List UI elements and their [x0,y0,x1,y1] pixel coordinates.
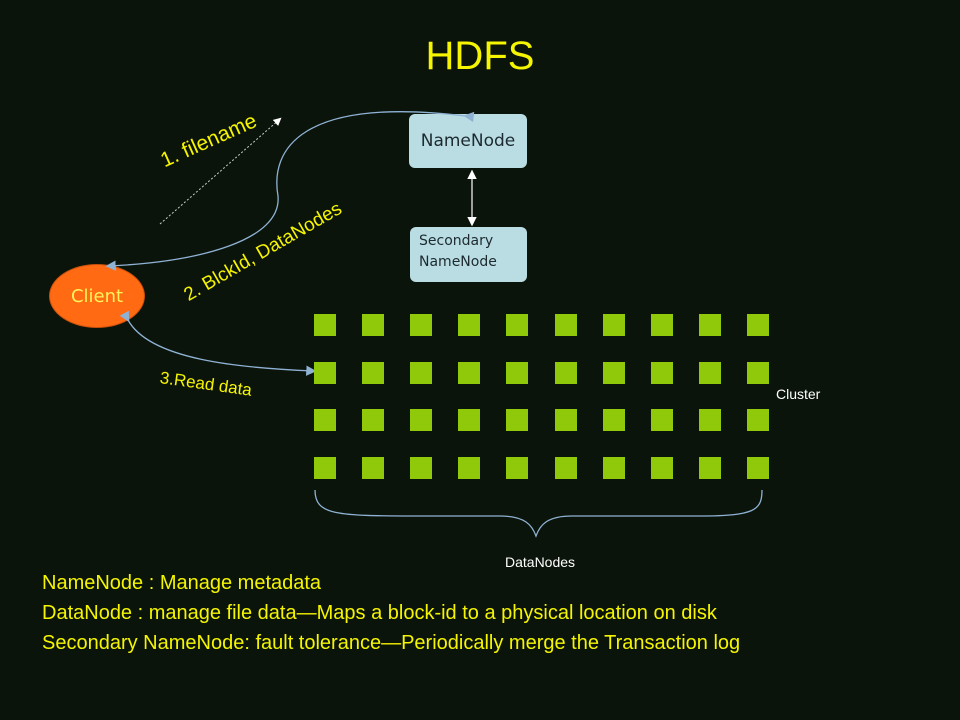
datanode-square [410,457,432,479]
datanode-square [603,409,625,431]
datanode-square [651,314,673,336]
cluster-label: Cluster [776,386,821,402]
datanode-square [362,362,384,384]
datanode-square [410,314,432,336]
datanodes-brace [314,489,763,538]
datanode-square [314,314,336,336]
datanode-square [458,409,480,431]
datanode-square [747,362,769,384]
namenode-to-client-arrow [105,111,475,271]
datanode-square [651,457,673,479]
datanode-square [747,457,769,479]
datanode-square [651,409,673,431]
datanode-square [314,409,336,431]
datanodes-label: DataNodes [505,554,576,570]
datanode-square [747,409,769,431]
datanode-square [651,362,673,384]
datanode-square [362,409,384,431]
datanode-square [506,314,528,336]
datanode-square [458,362,480,384]
datanode-square [555,457,577,479]
datanode-square [699,457,721,479]
read-data-arrow [119,310,317,376]
datanode-square [362,314,384,336]
legend-line: NameNode : Manage metadata [42,572,322,594]
datanode-square [747,314,769,336]
datanode-square [506,409,528,431]
datanode-square [410,409,432,431]
datanode-square [555,314,577,336]
datanode-square [555,409,577,431]
datanode-square [555,362,577,384]
datanode-square [410,362,432,384]
datanode-square [458,314,480,336]
datanode-square [506,457,528,479]
datanode-square [699,362,721,384]
datanode-square [699,409,721,431]
datanode-square [314,457,336,479]
legend-line: DataNode : manage file data—Maps a block… [42,602,717,624]
datanode-square [603,457,625,479]
datanode-square [603,314,625,336]
datanode-square [603,362,625,384]
datanode-square [506,362,528,384]
datanode-square [362,457,384,479]
legend-line: Secondary NameNode: fault tolerance—Peri… [42,632,741,654]
datanode-square [314,362,336,384]
datanode-square [458,457,480,479]
page-title: HDFS [425,34,535,78]
datanode-square [699,314,721,336]
